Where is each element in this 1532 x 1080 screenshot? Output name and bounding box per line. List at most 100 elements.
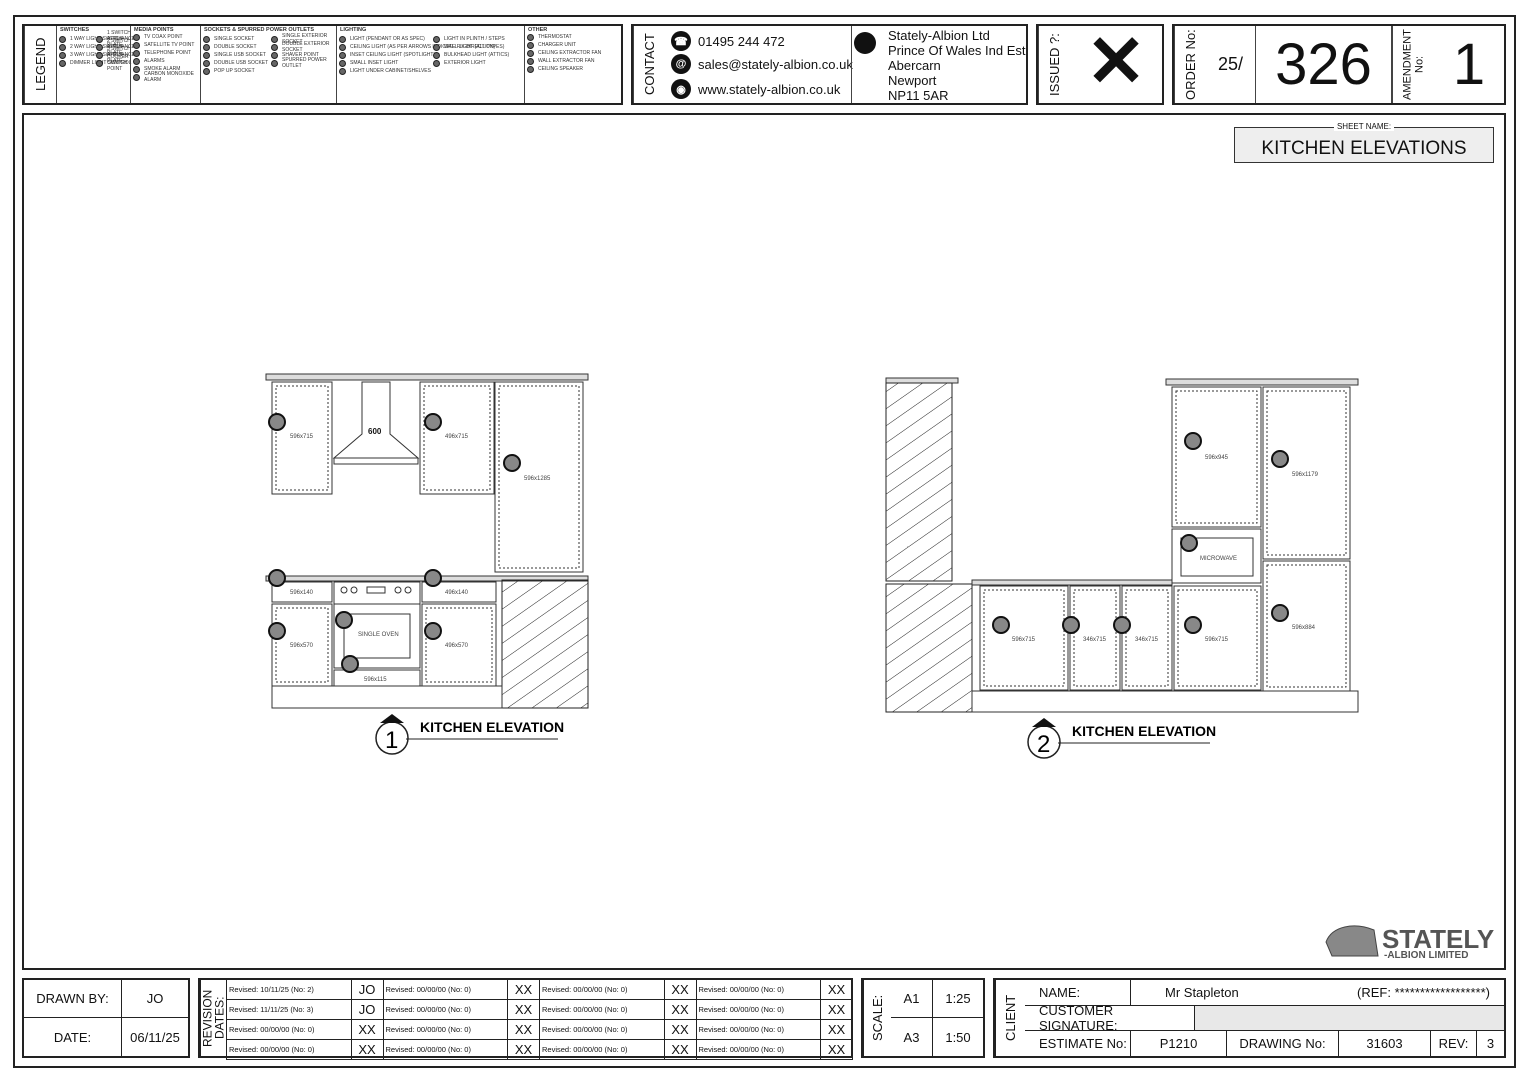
scale-a1-value: 1:25: [933, 980, 983, 1018]
legend-item-label: BULKHEAD LIGHT (ATTICS): [444, 52, 510, 58]
dim-label: 496x570: [445, 643, 469, 649]
revision-initials: XX: [350, 1019, 384, 1040]
legend-item: TELEPHONE POINT: [133, 49, 200, 57]
dim-label: 596x715: [1205, 637, 1229, 643]
legend-symbol-icon: [203, 35, 210, 43]
legend-symbol-icon: [59, 59, 66, 67]
legend-symbol-icon: [271, 43, 278, 51]
revision-entry: Revised: 00/00/00 (No: 0): [382, 1039, 508, 1060]
legend-symbol-icon: [133, 65, 140, 73]
dim-label: 596x115: [364, 677, 387, 683]
legend-symbol-icon: [527, 49, 534, 57]
legend-symbol-icon: [133, 49, 140, 57]
legend-item-label: SMALL INSET LIGHT: [350, 60, 399, 66]
legend-item: SHAVER POINT: [271, 51, 319, 59]
elevation-number: 2: [1037, 731, 1050, 758]
legend-item: BULKHEAD LIGHT (ATTICS): [433, 51, 509, 59]
company-logo: STATELY -ALBION LIMITED: [1325, 924, 1494, 961]
order-label: ORDER No:: [1174, 26, 1206, 103]
legend-item: INSET CEILING LIGHT (SPOTLIGHT): [339, 51, 435, 59]
address-line: NP11 5AR: [888, 88, 949, 103]
revision-entry: Revised: 00/00/00 (No: 0): [695, 999, 821, 1020]
revision-entry: Revised: 00/00/00 (No: 0): [695, 979, 821, 1000]
revision-entry: Revised: 00/00/00 (No: 0): [539, 999, 665, 1020]
drawing-area: SHEET NAME: KITCHEN ELEVATIONS: [22, 113, 1506, 970]
legend-symbol-icon: [133, 57, 140, 65]
dim-label: 346x715: [1083, 637, 1107, 643]
drawing-no-label: DRAWING No:: [1227, 1031, 1339, 1056]
logo-text-main: STATELY: [1382, 924, 1494, 954]
legend-item-label: TELEPHONE POINT: [144, 50, 191, 56]
legend-symbol-icon: [96, 35, 103, 43]
legend-item-label: POP UP SOCKET: [214, 68, 255, 74]
address-line: Abercarn: [888, 58, 941, 73]
legend-heading: MEDIA POINTS: [134, 27, 174, 33]
elevation-2-labels: 596x945 596x1179 MICROWAVE 596x715 346x7…: [1012, 455, 1319, 643]
revision-initials: XX: [507, 1019, 540, 1040]
legend-item: SINGLE USB SOCKET: [203, 51, 266, 59]
legend-symbol-icon: [203, 59, 210, 67]
legend-item-label: DOUBLE USB SOCKET: [214, 60, 269, 66]
drawn-by-label: DRAWN BY:: [24, 980, 122, 1018]
client-name-label: NAME:: [1025, 980, 1131, 1006]
signature-field[interactable]: [1195, 1006, 1504, 1031]
client-panel: CLIENT NAME: Mr Stapleton (REF: ********…: [993, 978, 1506, 1058]
legend-symbol-icon: [527, 41, 534, 49]
revision-initials: XX: [350, 1039, 384, 1060]
legend-item: SMALL INSET LIGHT: [339, 59, 398, 67]
legend-symbol-icon: [59, 35, 66, 43]
legend-item-label: COOKER CONTROL POINT: [107, 54, 132, 72]
amendment-label: AMENDMENT No:: [1392, 26, 1434, 103]
revision-entry: Revised: 00/00/00 (No: 0): [226, 1019, 352, 1040]
rev-label: REV:: [1431, 1031, 1477, 1056]
legend-symbol-icon: [133, 41, 140, 49]
revision-initials: XX: [507, 979, 540, 1000]
scale-panel: SCALE: A1 1:25 A3 1:50: [861, 978, 985, 1058]
legend-item-label: LIGHT (PENDANT OR AS SPEC): [350, 36, 425, 42]
legend-item: SMOKE ALARM: [133, 65, 200, 73]
legend-item-label: CEILING EXTRACTOR FAN: [538, 50, 602, 56]
dim-label: 346x715: [1135, 637, 1159, 643]
revision-initials: XX: [663, 1039, 697, 1060]
legend-item: POP UP SOCKET: [203, 67, 255, 75]
revision-entry: Revised: 00/00/00 (No: 0): [539, 1039, 665, 1060]
contact-phone[interactable]: ☎ 01495 244 472: [671, 30, 785, 52]
client-name-value: Mr Stapleton: [1131, 980, 1331, 1006]
legend-symbol-icon: [339, 51, 346, 59]
scale-label: SCALE:: [863, 980, 891, 1056]
legend-symbol-icon: [433, 59, 440, 67]
legend-item-label: LIGHT UNDER CABINET/SHELVES: [350, 68, 431, 74]
contact-email[interactable]: @ sales@stately-albion.co.uk: [671, 53, 853, 75]
legend-item-label: SATELLITE TV POINT: [144, 42, 195, 48]
revision-initials: JO: [350, 979, 384, 1000]
company-address: Stately-Albion Ltd Prince Of Wales Ind E…: [854, 28, 1026, 103]
contact-website[interactable]: ◉ www.stately-albion.co.uk: [671, 78, 840, 100]
legend-item: CARBON MONOXIDE ALARM: [133, 71, 200, 83]
legend-item: CEILING LIGHT (AS PER ARROWS INDICATE FI…: [339, 43, 495, 51]
phone-icon: ☎: [671, 31, 691, 51]
revision-initials: XX: [507, 1039, 540, 1060]
legend-item: LIGHT (PENDANT OR AS SPEC): [339, 35, 425, 43]
legend-symbol-icon: [96, 43, 103, 51]
dim-label: MICROWAVE: [1200, 556, 1237, 562]
at-icon: @: [671, 54, 691, 74]
revision-initials: XX: [663, 1019, 697, 1040]
legend-item: SINGLE SOCKET: [203, 35, 254, 43]
legend-item: THERMOSTAT: [527, 33, 624, 41]
drawn-by-panel: DRAWN BY: JO DATE: 06/11/25: [22, 978, 190, 1058]
revision-label: REVISION DATES:: [200, 980, 227, 1056]
dim-label: 596x140: [290, 590, 314, 596]
legend-item: LIGHT IN PLINTH / STEPS: [433, 35, 505, 43]
signature-label: CUSTOMER SIGNATURE:: [1025, 1003, 1195, 1033]
elevation-2-pins: [992, 432, 1289, 634]
revision-entry: Revised: 00/00/00 (No: 0): [382, 1019, 508, 1040]
revision-entry: Revised: 10/11/25 (No: 2): [226, 979, 352, 1000]
elevation-number: 1: [385, 727, 398, 754]
client-ref: (REF: ******************): [1331, 980, 1504, 1006]
legend-item: CEILING SPEAKER: [527, 65, 624, 73]
revision-initials: JO: [350, 999, 384, 1020]
scale-a3: A3: [891, 1018, 933, 1056]
